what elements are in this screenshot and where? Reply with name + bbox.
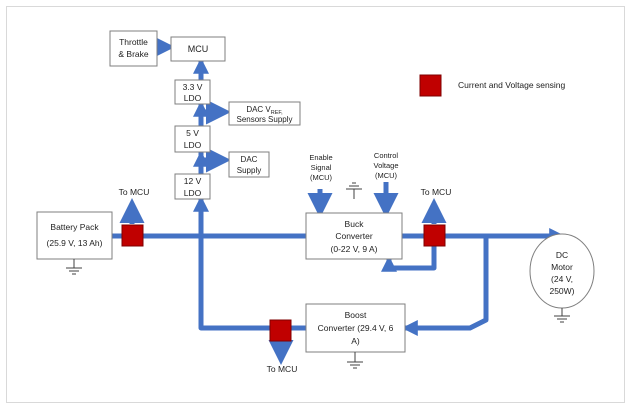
sensor-boost	[269, 319, 292, 342]
block-throttle	[109, 30, 158, 67]
ground-icon-motor	[554, 308, 570, 323]
ground-icon-battery	[66, 259, 82, 275]
motor-line-3: (24 V,	[551, 274, 573, 284]
motor-line-2: Motor	[551, 262, 573, 272]
wire-boost-to-ldo12	[192, 195, 306, 331]
boost-line-3: A)	[351, 336, 360, 346]
block-dac-supply	[228, 151, 270, 178]
enable-line-2: Signal	[311, 163, 332, 172]
ldo5-line-2: LDO	[184, 140, 202, 150]
dac-supply-line-1: DAC	[241, 155, 258, 164]
control-line-2: Voltage	[373, 161, 398, 170]
mcu-label: MCU	[188, 44, 209, 54]
block-boost	[305, 303, 406, 353]
figure-frame	[6, 6, 625, 403]
dac-vref-sub: REF,	[271, 110, 283, 116]
throttle-line-1: Throttle	[119, 37, 148, 47]
block-ldo5	[174, 125, 211, 153]
wire-buck-feedback	[380, 246, 437, 272]
dac-vref-line-2: Sensors Supply	[236, 115, 292, 124]
dac-vref-line-1: DAC VREF,	[246, 105, 283, 116]
block-ldo12	[174, 173, 211, 200]
to-mcu-boost: To MCU	[267, 364, 298, 374]
to-mcu-buck: To MCU	[421, 187, 452, 197]
ldo33-line-1: 3.3 V	[183, 82, 203, 92]
motor-line-4: 250W)	[549, 286, 574, 296]
ldo33-line-2: LDO	[184, 93, 202, 103]
ground-icon-buck-top	[346, 182, 362, 199]
buck-line-3: (0-22 V, 9 A)	[331, 244, 378, 254]
battery-line-2: (25.9 V, 13 Ah)	[47, 238, 103, 248]
legend-label: Current and Voltage sensing	[458, 80, 566, 90]
buck-line-2: Converter	[335, 231, 372, 241]
block-mcu	[170, 36, 226, 62]
control-line-1: Control	[374, 151, 399, 160]
battery-line-1: Battery Pack	[50, 222, 99, 232]
control-line-3: (MCU)	[375, 171, 398, 180]
block-buck	[305, 212, 403, 260]
ldo12-line-2: LDO	[184, 188, 202, 198]
ground-icon-boost	[347, 352, 363, 369]
sensor-buck-output	[423, 224, 446, 247]
throttle-line-2: & Brake	[118, 49, 149, 59]
sensor-battery	[121, 224, 144, 247]
dac-vref-main: DAC V	[246, 105, 271, 114]
ldo5-line-1: 5 V	[186, 128, 199, 138]
ldo12-line-1: 12 V	[184, 176, 202, 186]
boost-line-1: Boost	[345, 310, 367, 320]
motor-line-1: DC	[556, 250, 568, 260]
to-mcu-battery: To MCU	[119, 187, 150, 197]
buck-line-1: Buck	[345, 219, 365, 229]
enable-line-3: (MCU)	[310, 173, 333, 182]
block-ldo33	[174, 79, 211, 105]
dac-supply-line-2: Supply	[237, 166, 261, 175]
boost-line-2: Converter (29.4 V, 6	[318, 323, 394, 333]
legend-sensor-swatch	[419, 74, 442, 97]
block-dac-vref	[228, 101, 301, 126]
enable-line-1: Enable	[309, 153, 332, 162]
wire-motor-to-boost	[401, 236, 489, 337]
block-battery	[36, 211, 113, 260]
